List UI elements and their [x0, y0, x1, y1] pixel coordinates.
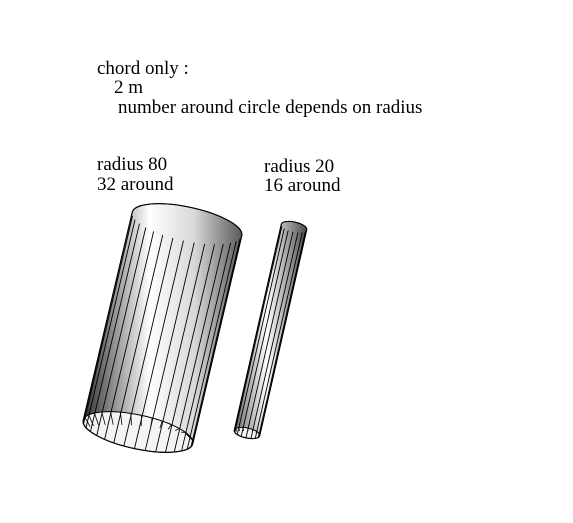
header-line-1: chord only : — [97, 58, 189, 79]
large-cylinder-cap-tick — [94, 412, 99, 426]
small-cylinder-cap-tick — [255, 431, 258, 433]
small-cylinder-facet-line — [240, 230, 289, 437]
small-cylinder-facet-line — [234, 226, 283, 433]
small-cylinder-cap-tick — [251, 429, 254, 432]
large-cylinder-facet-line — [134, 240, 184, 449]
large-cylinder-cap-tick — [130, 413, 132, 426]
large-cylinder-facet-line — [144, 242, 195, 451]
large-cylinder-facet-line — [186, 241, 237, 450]
small-cylinder-cap-tick — [238, 427, 240, 432]
large-cylinder — [82, 203, 243, 453]
large-cylinder-cap-tick — [167, 424, 172, 430]
large-cylinder-facet-line — [123, 237, 174, 447]
small-cylinder-cap-tick — [235, 428, 238, 432]
large-cylinder-facet-line — [83, 215, 134, 424]
small-cylinder-outline — [233, 220, 308, 440]
large-cylinder-cap-tick — [101, 411, 106, 425]
header-line-2: 2 m — [114, 77, 144, 98]
large-cylinder-facet-line — [90, 223, 140, 432]
large-cylinder-cap-tick — [84, 417, 91, 427]
large-cylinder-facet-line — [155, 243, 206, 452]
large-cylinder-cap-tick — [150, 417, 153, 428]
header-line-3: number around circle depends on radius — [118, 97, 423, 118]
small-cylinder-facet-line — [257, 231, 306, 438]
large-cylinder-cap-tick — [119, 412, 123, 425]
small-cylinder — [233, 220, 308, 440]
large-cylinder-cap-tick — [159, 420, 163, 429]
large-cylinder-around-label: 32 around — [97, 174, 174, 195]
large-cylinder-facet-line — [190, 238, 241, 447]
large-cylinder-facet-line — [96, 227, 147, 436]
small-cylinder-radius-label: radius 20 — [264, 156, 335, 177]
large-cylinder-cap-tick — [88, 414, 94, 426]
large-cylinder-cap-tick — [110, 411, 114, 425]
large-cylinder-facet-line — [104, 231, 155, 440]
small-cylinder-facet-line — [250, 232, 299, 439]
large-cylinder-facet-line — [173, 243, 224, 453]
small-cylinder-facet-line — [254, 232, 303, 439]
small-cylinder-around-label: 16 around — [264, 175, 341, 196]
small-cylinder-facet-line — [245, 231, 294, 438]
large-cylinder-cap-tick — [175, 428, 180, 432]
large-cylinder-radius-label: radius 80 — [97, 154, 168, 175]
large-cylinder-facet-line — [165, 244, 215, 453]
large-cylinder-facet-line — [85, 219, 136, 428]
large-cylinder-facet-line — [181, 242, 232, 452]
small-cylinder-facet-line — [236, 228, 285, 435]
large-cylinder-outline — [82, 203, 243, 453]
large-cylinder-facet-line — [113, 234, 164, 444]
large-cylinder-cap-tick — [186, 434, 193, 441]
